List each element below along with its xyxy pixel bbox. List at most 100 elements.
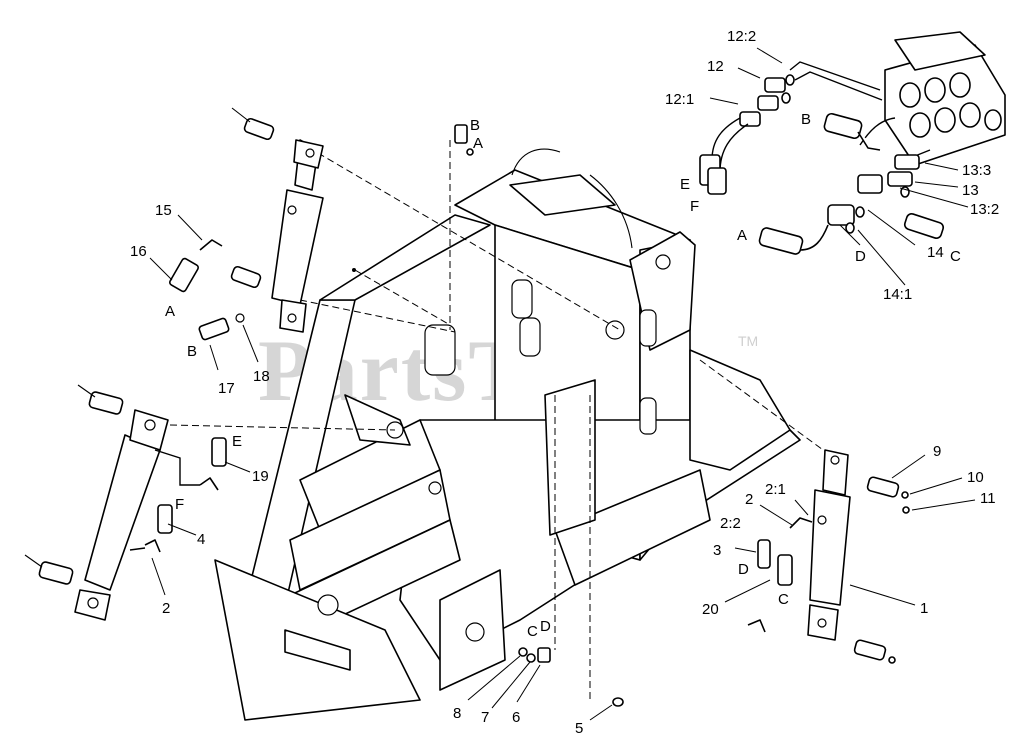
o-ring-14-1 <box>845 222 855 234</box>
upper-cylinder-barrel <box>271 189 324 306</box>
callout-6: 6 <box>512 709 520 726</box>
elbow-2-1 <box>789 517 813 529</box>
coupler-c-right <box>777 554 793 586</box>
callout-c-right: C <box>778 591 789 608</box>
callout-10: 10 <box>967 469 984 486</box>
right-cylinder-barrel <box>809 489 851 606</box>
control-valve-ports <box>899 72 1002 138</box>
leader-4 <box>167 523 197 536</box>
callout-d-valve: D <box>855 248 866 265</box>
leader-14 <box>867 209 916 246</box>
coupler-f-left <box>157 504 173 534</box>
leader-18 <box>242 324 259 363</box>
leader-5 <box>589 704 613 721</box>
upper-cylinder-pin-hole-top <box>305 148 315 158</box>
valve-port-5 <box>934 107 956 133</box>
leader-1 <box>849 584 916 606</box>
pin-right-bottom <box>853 639 887 661</box>
lower-cylinder-barrel <box>84 434 161 591</box>
leader-12-1 <box>709 97 739 105</box>
watermark-tm: TM <box>738 333 758 349</box>
valve-port-4 <box>909 112 931 138</box>
callout-17: 17 <box>218 380 235 397</box>
pin-lower-bottom-bolt <box>24 554 43 568</box>
frame-bracket-hole <box>465 622 485 642</box>
callout-e-top: E <box>680 176 690 193</box>
coupler-c-valve <box>903 213 945 239</box>
hose-left-upper <box>154 449 200 486</box>
callout-5: 5 <box>575 720 583 737</box>
o-ring-12-2 <box>785 74 795 86</box>
callout-2-left: 2 <box>162 600 170 617</box>
assembly-line-6 <box>699 359 831 456</box>
elbow-4 <box>144 539 161 553</box>
coupler-f <box>707 167 727 195</box>
leader-20 <box>724 579 771 603</box>
bolt-11 <box>902 506 910 514</box>
callout-14: 14 <box>927 244 944 261</box>
callout-1: 1 <box>920 600 928 617</box>
callout-f-top: F <box>690 198 699 215</box>
leader-9 <box>891 454 926 479</box>
upper-left-cylinder <box>169 107 324 341</box>
right-cylinder-clevis-top <box>822 449 849 496</box>
leader-6 <box>516 664 541 703</box>
callout-4: 4 <box>197 531 205 548</box>
assembly-lines <box>169 140 831 700</box>
elbow-a-valve <box>799 224 829 251</box>
pin-lower-top-bolt <box>77 384 96 398</box>
hose-f <box>719 123 749 173</box>
washer-8 <box>518 647 528 657</box>
pin-lower-top <box>88 391 124 415</box>
fitting-12 <box>757 95 779 111</box>
callout-b-valve: B <box>801 111 811 128</box>
hose-valve-12b <box>794 71 883 101</box>
callout-d-bottom: D <box>540 618 551 635</box>
right-cylinder-port <box>817 515 827 525</box>
callout-14-1: 14:1 <box>883 286 912 303</box>
washer-7 <box>526 653 536 663</box>
control-valve-assembly <box>699 31 1006 255</box>
frame-front-slot <box>284 629 351 671</box>
callout-b-left: B <box>187 343 197 360</box>
callout-12: 12 <box>707 58 724 75</box>
callout-15: 15 <box>155 202 172 219</box>
pin-right-top <box>866 476 900 498</box>
assembly-line-8 <box>354 269 451 326</box>
pin-upper-top-bolt <box>231 107 251 123</box>
hose-valve-b <box>859 117 896 146</box>
callout-labels: 12:2 12 12:1 B E F 13:3 13 13:2 A D C 14… <box>130 28 999 737</box>
right-cylinder <box>747 449 910 664</box>
callout-f-left: F <box>175 496 184 513</box>
leader-2-right <box>759 504 793 526</box>
elbow-19 <box>199 477 219 491</box>
frame-hole-2 <box>511 279 533 319</box>
lower-cylinder-pin-hole-top <box>144 419 156 431</box>
frame-top-left <box>319 214 491 301</box>
callout-d-right: D <box>738 561 749 578</box>
frame-hole-5 <box>639 397 657 435</box>
callout-12-1: 12:1 <box>665 91 694 108</box>
elbow-20 <box>747 619 766 633</box>
frame-pivot-hole <box>605 320 625 340</box>
elbow-b-valve <box>857 131 881 151</box>
assembly-line-2 <box>299 299 456 333</box>
callout-e-left: E <box>232 433 242 450</box>
plug-5 <box>612 697 624 707</box>
frame-upper-pivot <box>655 254 671 270</box>
small-hardware <box>352 124 624 707</box>
leader-8 <box>467 655 521 701</box>
valve-port-6 <box>959 102 981 128</box>
hose-left-lower <box>129 547 146 551</box>
coupler-17 <box>198 317 230 341</box>
callout-a-valve: A <box>737 227 747 244</box>
hose-valve-12 <box>789 61 881 91</box>
fitting-13 <box>887 171 913 187</box>
callout-13: 13 <box>962 182 979 199</box>
o-ring-18 <box>235 313 245 323</box>
valve-port-3 <box>949 72 971 98</box>
coupler-16 <box>169 257 199 293</box>
leader-lines <box>149 47 976 721</box>
frame-hole-3 <box>519 317 541 357</box>
